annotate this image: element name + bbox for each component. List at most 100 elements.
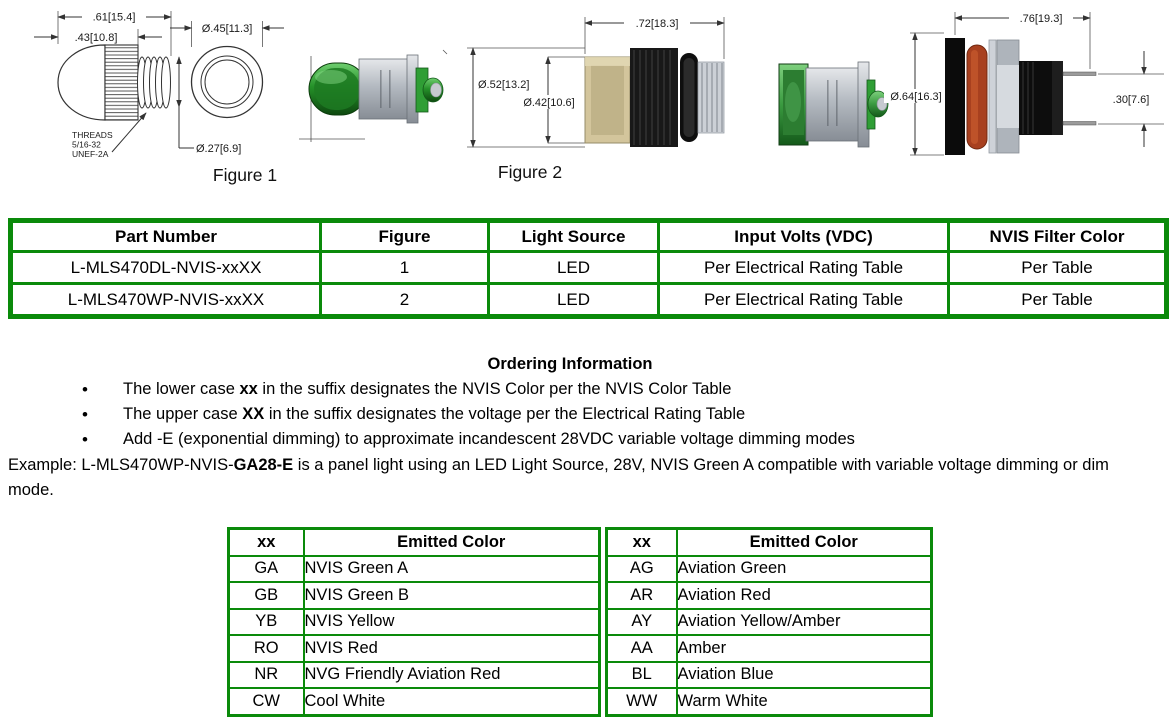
- color-name: NVIS Red: [302, 634, 601, 663]
- color-row: CW Cool White: [227, 687, 601, 716]
- bullet-text: The lower case: [123, 380, 240, 398]
- fig2-dim-lens-dia: Ø.42[10.6]: [523, 97, 574, 109]
- color-row: NR NVG Friendly Aviation Red: [227, 660, 601, 689]
- figures-strip: .61[15.4] .43[10.8]: [0, 0, 1172, 205]
- color-name: NVG Friendly Aviation Red: [302, 660, 601, 689]
- asm-black-flange: [945, 38, 965, 155]
- fig2-dim-outer-dia: Ø.52[13.2]: [478, 79, 529, 91]
- color-name: Aviation Red: [675, 581, 933, 610]
- led-lamp-render-2: [778, 61, 889, 148]
- fig1-dim-cap-length: .43[10.8]: [75, 32, 118, 44]
- color-code: AR: [605, 581, 678, 610]
- led-lamp-render-1: [299, 49, 448, 142]
- color-name: Warm White: [675, 687, 933, 716]
- figure-cell: 1: [319, 250, 490, 285]
- fig1-threads-note-line2: 5/16-32: [72, 140, 101, 150]
- nvis-filter-cell: Per Table: [947, 250, 1168, 285]
- color-name: Aviation Blue: [675, 660, 933, 689]
- color-name: Amber: [675, 634, 933, 663]
- color-row: AG Aviation Green: [605, 554, 933, 583]
- bullet-text: Add -E (exponential dimming) to approxim…: [123, 430, 855, 448]
- xx-header: xx: [227, 527, 305, 557]
- figure1-technical-drawing: .61[15.4] .43[10.8]: [34, 9, 284, 185]
- color-row: RO NVIS Red: [227, 634, 601, 663]
- lamp1-dome-inner: [314, 68, 360, 110]
- part-table-row: L-MLS470WP-NVIS-xxXX 2 LED Per Electrica…: [9, 282, 1168, 318]
- figure2-technical-drawing: .72[18.3] Ø.52[13.2] Ø.42[10.6]: [467, 15, 725, 182]
- xx-header: xx: [605, 527, 678, 557]
- color-name: Cool White: [302, 687, 601, 716]
- color-row: AA Amber: [605, 634, 933, 663]
- color-name: NVIS Yellow: [302, 607, 601, 636]
- part-table-header: NVIS Filter Color: [947, 219, 1168, 253]
- fig2-black-knurled-cap: [630, 48, 678, 147]
- part-table-header: Light Source: [487, 219, 660, 253]
- fig1-dim-total-length: .61[15.4]: [93, 12, 136, 24]
- part-number-cell: L-MLS470DL-NVIS-xxXX: [9, 250, 322, 285]
- color-name: NVIS Green B: [302, 581, 601, 610]
- color-code: NR: [227, 660, 305, 689]
- color-code: BL: [605, 660, 678, 689]
- asm-pin-top: [1062, 71, 1097, 76]
- color-code: GA: [227, 554, 305, 583]
- bullet-bold: XX: [242, 405, 265, 423]
- ordering-title: Ordering Information: [487, 355, 653, 373]
- fig1-threads: [137, 56, 171, 109]
- ordering-example: Example: L-MLS470WP-NVIS-GA28-E is a pan…: [8, 453, 1138, 503]
- bullet-text: in the suffix designates the NVIS Color …: [257, 380, 732, 398]
- color-row: GB NVIS Green B: [227, 581, 601, 610]
- light-source-cell: LED: [487, 282, 660, 318]
- input-volts-cell: Per Electrical Rating Table: [657, 250, 950, 285]
- panel-mount-assembly-drawing: .76[19.3] Ø.64[16.3] .30[7.6]: [884, 10, 1164, 156]
- fig1-dim-outer-dia: Ø.45[11.3]: [202, 23, 253, 35]
- asm-dim-pin-spacing: .30[7.6]: [1113, 94, 1150, 106]
- color-code: AG: [605, 554, 678, 583]
- figure1-caption: Figure 1: [213, 165, 277, 185]
- ordering-bullet: The upper case XX in the suffix designat…: [0, 402, 1140, 427]
- bullet-text: in the suffix designates the voltage per…: [264, 405, 746, 423]
- color-row: AY Aviation Yellow/Amber: [605, 607, 933, 636]
- asm-washer: [988, 39, 997, 154]
- example-text: is a panel light using an LED Light Sour…: [8, 456, 1109, 499]
- lamp1-dome-highlight: [315, 70, 347, 84]
- color-code: AA: [605, 634, 678, 663]
- fig2-lens-inner: [591, 65, 624, 135]
- input-volts-cell: Per Electrical Rating Table: [657, 282, 950, 318]
- color-row: BL Aviation Blue: [605, 660, 933, 689]
- asm-pin-bottom: [1062, 121, 1097, 126]
- ordering-information-section: Ordering Information The lower case xx i…: [0, 351, 1140, 503]
- color-code: CW: [227, 687, 305, 716]
- asm-black-body: [1019, 61, 1063, 135]
- part-table-header: Figure: [319, 219, 490, 253]
- color-name: Aviation Yellow/Amber: [675, 607, 933, 636]
- part-table-header: Part Number: [9, 219, 322, 253]
- color-name: NVIS Green A: [302, 554, 601, 583]
- color-code: RO: [227, 634, 305, 663]
- emitted-color-header: Emitted Color: [675, 527, 933, 557]
- color-table-header-row: xx Emitted Color: [227, 527, 601, 557]
- figure-cell: 2: [319, 282, 490, 318]
- lamp1-tip-nub: [430, 82, 442, 98]
- color-row: YB NVIS Yellow: [227, 607, 601, 636]
- figure2-caption: Figure 2: [498, 162, 562, 182]
- light-source-cell: LED: [487, 250, 660, 285]
- fig2-dim-total-length: .72[18.3]: [636, 18, 679, 30]
- color-name: Aviation Green: [675, 554, 933, 583]
- color-code: GB: [227, 581, 305, 610]
- bullet-bold: xx: [239, 380, 258, 398]
- ordering-bullet: Add -E (exponential dimming) to approxim…: [0, 427, 1140, 452]
- color-table-left: xx Emitted Color GA NVIS Green A GB NVIS…: [227, 527, 601, 717]
- asm-hex-nut: [996, 39, 1020, 154]
- color-row: AR Aviation Red: [605, 581, 933, 610]
- example-text: Example: L-MLS470WP-NVIS-: [8, 456, 234, 474]
- part-table-row: L-MLS470DL-NVIS-xxXX 1 LED Per Electrica…: [9, 250, 1168, 285]
- asm-dim-total-length: .76[19.3]: [1020, 13, 1063, 25]
- color-code: YB: [227, 607, 305, 636]
- lamp2-metal-body: [805, 67, 863, 142]
- nvis-filter-cell: Per Table: [947, 282, 1168, 318]
- asm-dim-flange-dia: Ø.64[16.3]: [890, 91, 941, 103]
- fig1-front-view: [190, 45, 264, 119]
- fig1-threads-note-line1: THREADS: [72, 130, 113, 140]
- lamp2-base-dome: [785, 82, 801, 122]
